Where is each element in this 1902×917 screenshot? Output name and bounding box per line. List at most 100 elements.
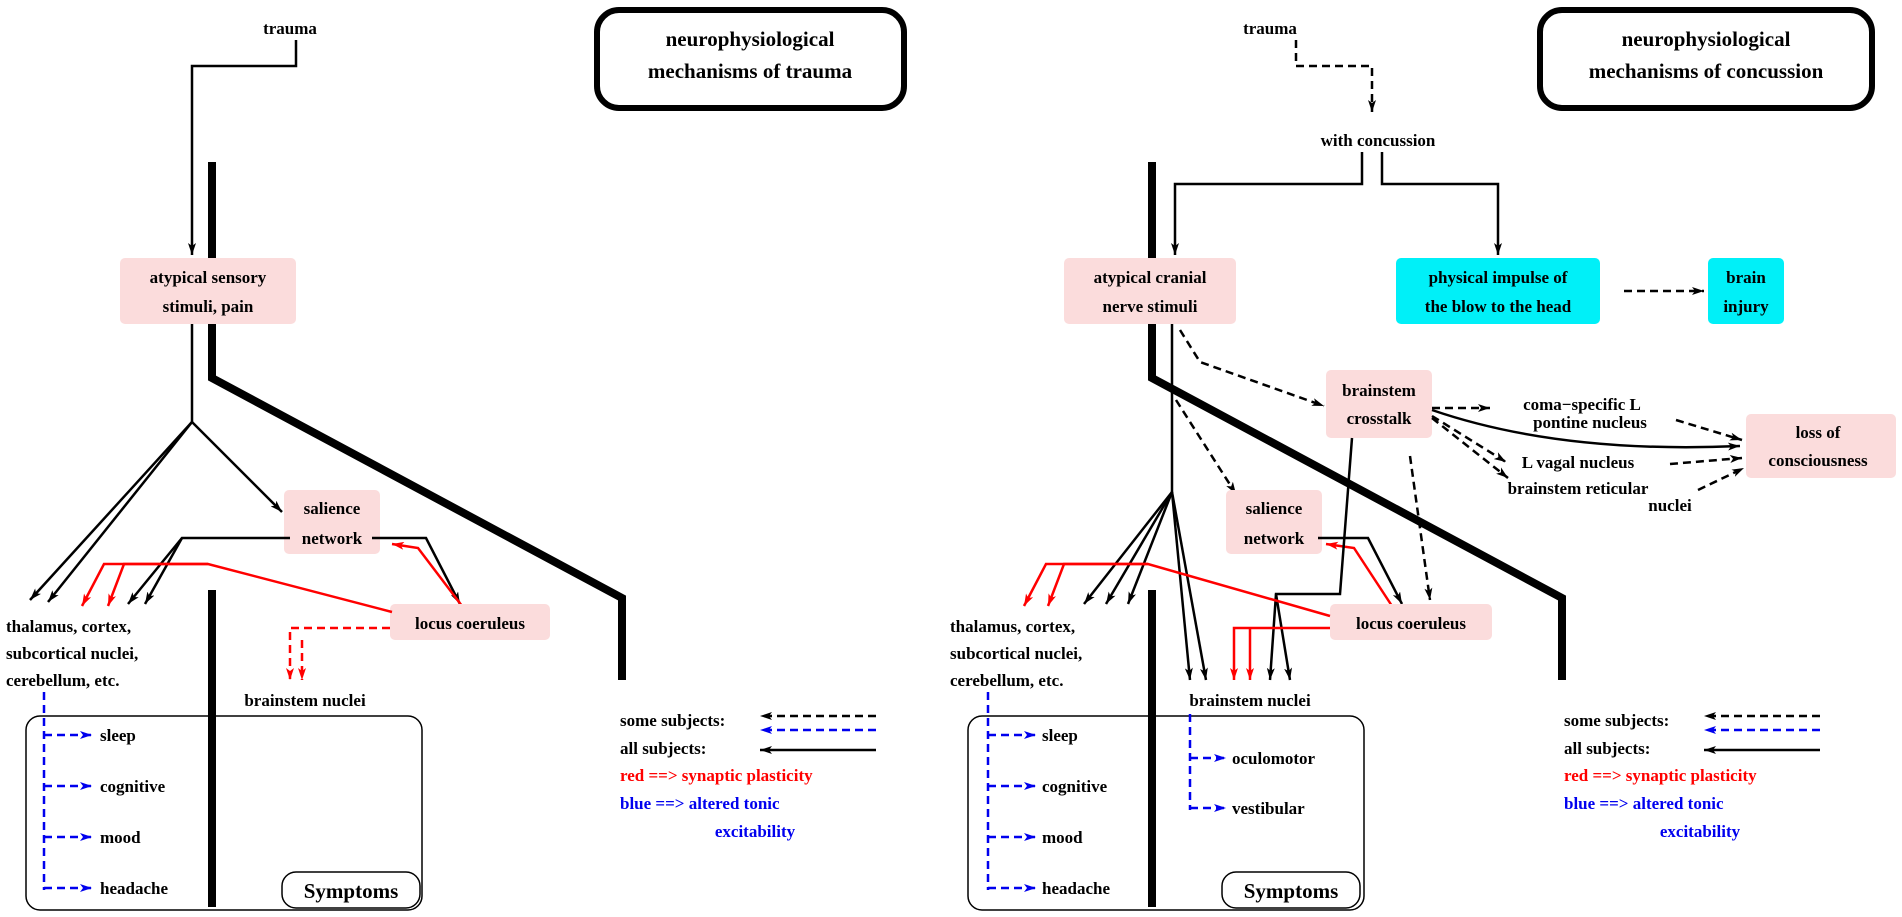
stimuli-line-1: atypical cranial	[1094, 268, 1207, 287]
stimuli-to-thalamus-1	[1083, 491, 1173, 605]
arrow-to-thalamus-1	[29, 421, 193, 601]
locus-to-salience-red	[391, 541, 463, 607]
legend-blue-2: excitability	[1660, 822, 1741, 841]
legend-blue-1: blue ==> altered tonic	[1564, 794, 1724, 813]
symptom-oculomotor: oculomotor	[1232, 749, 1316, 768]
symptom-headache: headache	[1042, 879, 1110, 898]
thalamus-line-1: thalamus, cortex,	[6, 617, 131, 636]
impulse-box	[1396, 258, 1600, 324]
symptoms-label: Symptoms	[1244, 879, 1339, 903]
locus-label: locus coeruleus	[1356, 614, 1466, 633]
title-line-1: neurophysiological	[666, 27, 835, 51]
injury-line-2: injury	[1723, 297, 1769, 316]
locus-to-thalamus-red-2	[1046, 562, 1148, 607]
loss-line-2: consciousness	[1768, 451, 1868, 470]
symptoms-box	[25, 715, 423, 911]
loss-box	[1746, 414, 1896, 478]
crosstalk-to-brainstem-2	[1274, 593, 1293, 681]
legend-some: some subjects:	[1564, 711, 1669, 730]
stimuli-to-salience-dashed	[1174, 399, 1238, 495]
trauma-label: trauma	[1243, 19, 1297, 38]
legend-red: red ==> synaptic plasticity	[620, 766, 813, 785]
panel-trauma: neurophysiological mechanisms of trauma …	[6, 7, 907, 911]
legend-all: all subjects:	[620, 739, 706, 758]
trauma-label: trauma	[263, 19, 317, 38]
arrow-to-salience	[191, 421, 283, 513]
thalamus-line-1: thalamus, cortex,	[950, 617, 1075, 636]
coma-line-2: pontine nucleus	[1533, 413, 1647, 432]
symptoms-box	[967, 715, 1365, 911]
locus-box	[390, 604, 550, 640]
stimuli-box	[120, 258, 296, 324]
trauma-dashed-arrow	[1294, 40, 1376, 112]
salience-line-1: salience	[1246, 499, 1303, 518]
reticular-line-1: brainstem reticular	[1508, 479, 1649, 498]
vagal-label: L vagal nucleus	[1522, 453, 1635, 472]
legend-some: some subjects:	[620, 711, 725, 730]
salience-to-locus	[1318, 536, 1404, 605]
stimuli-to-brainstem-2	[1170, 491, 1208, 681]
locus-to-brainstem-red-1	[286, 626, 390, 680]
symptom-cognitive: cognitive	[100, 777, 166, 796]
coma-line-1: coma−specific L	[1523, 395, 1641, 414]
locus-to-thalamus-red-2	[106, 562, 208, 607]
salience-line-1: salience	[304, 499, 361, 518]
panel-concussion: neurophysiological mechanisms of concuss…	[950, 7, 1896, 911]
symptoms-label: Symptoms	[304, 879, 399, 903]
vagal-to-loss	[1669, 455, 1743, 466]
symptom-mood: mood	[1042, 828, 1083, 847]
trauma-arrow	[188, 40, 298, 255]
locus-to-thalamus-red-1	[1022, 562, 1331, 618]
stimuli-to-thalamus-3	[1126, 491, 1174, 605]
symptoms-label-box	[281, 871, 421, 909]
impulse-line-2: the blow to the head	[1425, 297, 1572, 316]
symptom-sleep: sleep	[1042, 726, 1078, 745]
symptom-mood: mood	[100, 828, 141, 847]
concussion-to-impulse	[1380, 152, 1502, 255]
thalamus-line-3: cerebellum, etc.	[950, 671, 1063, 690]
crosstalk-line-1: brainstem	[1342, 381, 1416, 400]
locus-box	[1330, 604, 1492, 640]
reticular-to-loss	[1697, 466, 1745, 492]
legend-red: red ==> synaptic plasticity	[1564, 766, 1757, 785]
injury-line-1: brain	[1726, 268, 1766, 287]
symptoms-label-box	[1221, 871, 1361, 909]
crosstalk-to-reticular	[1431, 417, 1509, 479]
title-line-2: mechanisms of trauma	[648, 59, 853, 83]
crosstalk-box	[1326, 370, 1432, 438]
symptom-sleep: sleep	[100, 726, 136, 745]
salience-box	[1226, 490, 1322, 554]
crosstalk-to-vagal	[1431, 414, 1507, 464]
locus-to-salience-red	[1325, 541, 1394, 607]
salience-line-2: network	[302, 529, 363, 548]
legend-left: some subjects: all subjects: red ==> syn…	[620, 711, 876, 841]
with-concussion-label: with concussion	[1321, 131, 1436, 150]
cranial-stimuli-box	[1064, 258, 1236, 324]
thalamus-line-3: cerebellum, etc.	[6, 671, 119, 690]
concussion-to-stimuli	[1171, 152, 1364, 255]
legend-blue-1: blue ==> altered tonic	[620, 794, 780, 813]
legend-right: some subjects: all subjects: red ==> syn…	[1564, 711, 1820, 841]
crosstalk-to-brainstem	[1266, 437, 1354, 681]
salience-to-thalamus-2	[143, 537, 184, 605]
crosstalk-to-locus-dashed	[1408, 455, 1433, 601]
brainstem-label: brainstem nuclei	[244, 691, 366, 710]
coma-to-loss	[1675, 418, 1743, 442]
loss-line-1: loss of	[1796, 423, 1841, 442]
thalamus-line-2: subcortical nuclei,	[6, 644, 138, 663]
symptom-cognitive: cognitive	[1042, 777, 1108, 796]
injury-box	[1708, 258, 1784, 324]
symptom-headache: headache	[100, 879, 168, 898]
stimuli-to-thalamus-2	[1104, 491, 1174, 605]
crosstalk-to-loss-solid	[1431, 408, 1741, 451]
salience-to-locus	[372, 536, 462, 605]
thick-divider-line	[208, 162, 626, 680]
impulse-line-1: physical impulse of	[1429, 268, 1568, 287]
salience-line-2: network	[1244, 529, 1305, 548]
salience-box	[284, 490, 380, 554]
symptom-vestibular: vestibular	[1232, 799, 1305, 818]
reticular-line-2: nuclei	[1648, 496, 1692, 515]
stimuli-line-2: nerve stimuli	[1103, 297, 1198, 316]
locus-label: locus coeruleus	[415, 614, 525, 633]
brainstem-label: brainstem nuclei	[1189, 691, 1311, 710]
